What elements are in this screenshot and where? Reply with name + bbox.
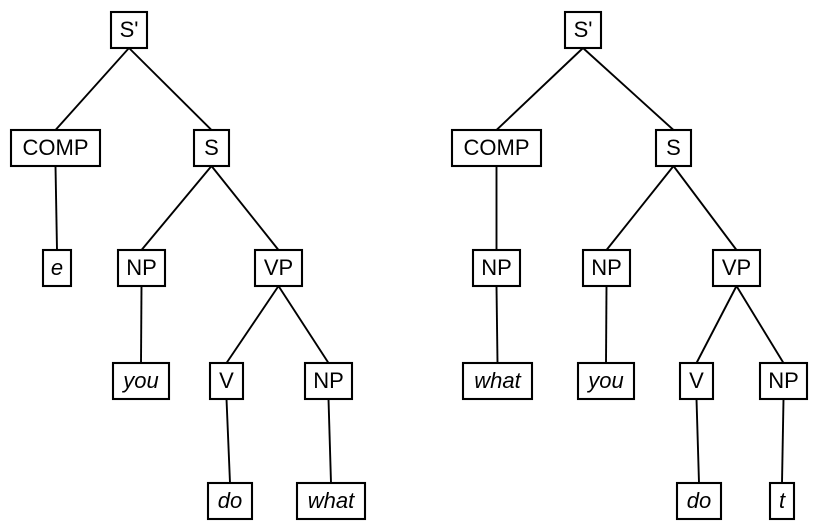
tree-edge-L-Sbar-to-L-COMP	[54, 47, 130, 131]
node-label-R-NP2: NP	[768, 368, 799, 393]
node-box-L-V	[208, 361, 245, 401]
node-label-R-NP0: NP	[481, 255, 512, 280]
node-box-R-NP1	[581, 248, 632, 288]
node-label-R-S: S	[666, 135, 681, 160]
node-box-R-COMP	[450, 128, 543, 168]
tree-edge-R-S-to-R-NP1	[605, 165, 675, 251]
node-box-L-COMP	[9, 128, 102, 168]
tree-node-R-what[interactable]: what	[461, 361, 534, 401]
node-box-L-S	[192, 128, 231, 168]
tree-edge-L-V-to-L-do	[225, 398, 231, 484]
tree-node-L-NP1[interactable]: NP	[116, 248, 167, 288]
tree-edge-R-NP0-to-R-what	[495, 285, 499, 364]
tree-edge-R-NP1-to-R-you	[605, 285, 608, 364]
node-label-L-Sbar: S'	[120, 17, 139, 42]
node-label-R-NP1: NP	[591, 255, 622, 280]
tree-edge-L-VP-to-L-V	[225, 285, 280, 364]
tree-edge-R-Sbar-to-R-COMP	[495, 47, 584, 131]
node-box-R-NP2	[758, 361, 809, 401]
node-label-L-V: V	[219, 368, 234, 393]
tree-nodes-surface-structure-tree: S' COMP S NP NP VP what you V NP do t	[450, 10, 809, 521]
tree-edge-R-V-to-R-do	[695, 398, 700, 484]
node-label-L-what: what	[308, 488, 355, 513]
node-box-R-you	[576, 361, 636, 401]
node-box-L-VP	[253, 248, 304, 288]
tree-node-R-NP0[interactable]: NP	[471, 248, 522, 288]
tree-edge-L-Sbar-to-L-S	[128, 47, 213, 131]
node-box-L-Sbar	[109, 10, 149, 50]
tree-node-L-Sbar[interactable]: S'	[109, 10, 149, 50]
node-label-L-e: e	[51, 255, 63, 280]
tree-node-R-V[interactable]: V	[678, 361, 715, 401]
tree-node-L-V[interactable]: V	[208, 361, 245, 401]
tree-edge-L-COMP-to-L-e	[54, 165, 58, 251]
node-label-R-Sbar: S'	[574, 17, 593, 42]
tree-node-L-you[interactable]: you	[111, 361, 171, 401]
edges-layer	[54, 47, 785, 484]
node-label-L-do: do	[218, 488, 242, 513]
tree-edge-R-VP-to-R-V	[695, 285, 738, 364]
node-box-L-NP2	[303, 361, 354, 401]
node-label-L-COMP: COMP	[23, 135, 89, 160]
tree-node-R-Sbar[interactable]: S'	[563, 10, 603, 50]
tree-edge-R-NP2-to-R-t	[781, 398, 785, 484]
tree-node-R-NP1[interactable]: NP	[581, 248, 632, 288]
tree-edge-L-VP-to-L-NP2	[277, 285, 330, 364]
node-label-L-NP2: NP	[313, 368, 344, 393]
tree-edges-deep-structure-tree	[54, 47, 332, 484]
tree-node-L-do[interactable]: do	[206, 481, 254, 521]
node-box-L-do	[206, 481, 254, 521]
node-box-R-VP	[711, 248, 762, 288]
tree-node-R-NP2[interactable]: NP	[758, 361, 809, 401]
node-box-R-V	[678, 361, 715, 401]
node-label-R-COMP: COMP	[464, 135, 530, 160]
tree-edge-R-VP-to-R-NP2	[735, 285, 785, 364]
tree-node-L-COMP[interactable]: COMP	[9, 128, 102, 168]
tree-edge-L-NP2-to-L-what	[327, 398, 332, 484]
node-box-L-NP1	[116, 248, 167, 288]
node-box-L-what	[295, 481, 367, 521]
node-label-R-VP: VP	[722, 255, 751, 280]
node-label-R-what: what	[474, 368, 521, 393]
tree-edge-L-S-to-L-VP	[210, 165, 280, 251]
node-box-L-e	[41, 248, 73, 288]
tree-node-R-do[interactable]: do	[675, 481, 723, 521]
node-label-L-you: you	[121, 368, 158, 393]
tree-node-R-COMP[interactable]: COMP	[450, 128, 543, 168]
tree-node-L-VP[interactable]: VP	[253, 248, 304, 288]
node-label-R-t: t	[779, 488, 786, 513]
tree-node-L-S[interactable]: S	[192, 128, 231, 168]
node-box-R-S	[654, 128, 693, 168]
tree-edge-L-S-to-L-NP1	[140, 165, 213, 251]
node-box-L-you	[111, 361, 171, 401]
node-box-R-t	[768, 481, 796, 521]
tree-edge-L-NP1-to-L-you	[140, 285, 143, 364]
node-box-R-Sbar	[563, 10, 603, 50]
node-label-L-VP: VP	[264, 255, 293, 280]
node-label-R-V: V	[689, 368, 704, 393]
node-box-R-NP0	[471, 248, 522, 288]
tree-node-R-t[interactable]: t	[768, 481, 796, 521]
tree-edges-surface-structure-tree	[495, 47, 785, 484]
tree-node-R-you[interactable]: you	[576, 361, 636, 401]
tree-node-R-VP[interactable]: VP	[711, 248, 762, 288]
tree-node-R-S[interactable]: S	[654, 128, 693, 168]
node-box-R-what	[461, 361, 534, 401]
node-label-R-you: you	[586, 368, 623, 393]
tree-edge-R-Sbar-to-R-S	[582, 47, 675, 131]
node-label-L-S: S	[204, 135, 219, 160]
tree-node-L-what[interactable]: what	[295, 481, 367, 521]
tree-edge-R-S-to-R-VP	[672, 165, 738, 251]
tree-node-L-NP2[interactable]: NP	[303, 361, 354, 401]
node-box-R-do	[675, 481, 723, 521]
node-label-R-do: do	[687, 488, 711, 513]
node-label-L-NP1: NP	[126, 255, 157, 280]
tree-node-L-e[interactable]: e	[41, 248, 73, 288]
